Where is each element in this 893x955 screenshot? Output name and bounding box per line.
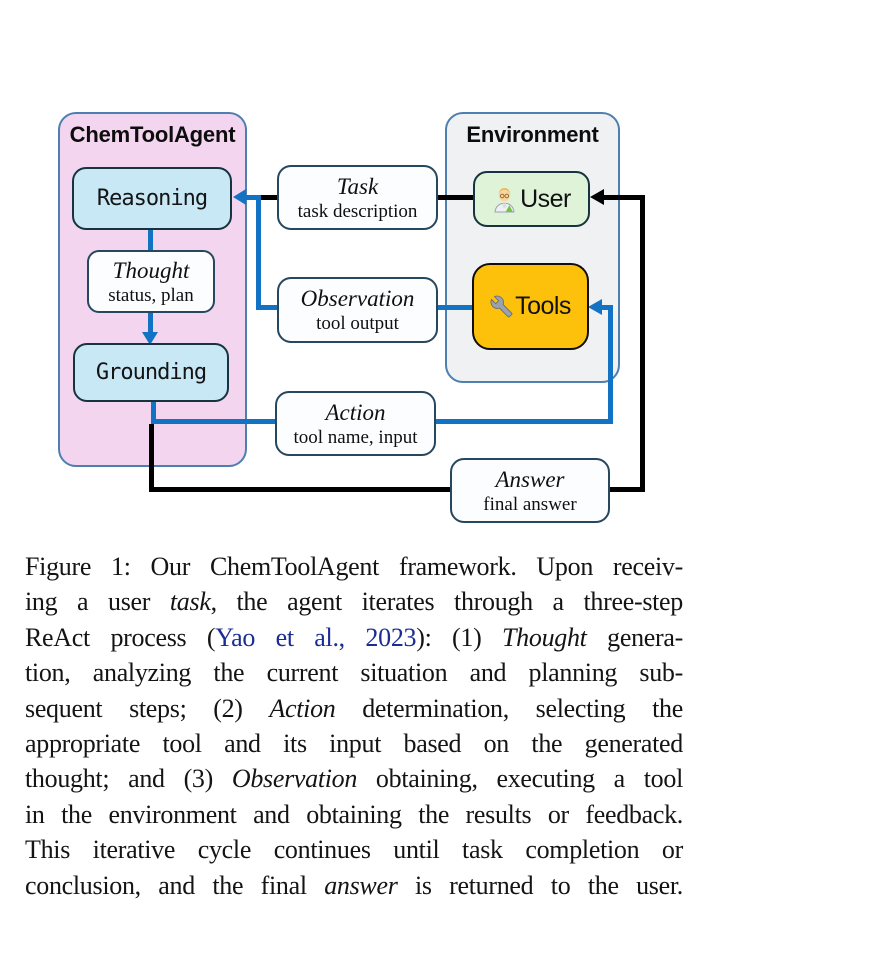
grounding-label: Grounding [95, 360, 207, 385]
framework-diagram: ChemToolAgent Environment Reasoning [58, 112, 645, 523]
chemtoolagent-panel-title: ChemToolAgent [69, 122, 236, 147]
caption-text: appropriate tool and its input based on … [25, 728, 683, 758]
edge-grounding-to-answer-horizontal [149, 487, 645, 492]
answer-title: Answer [495, 466, 565, 492]
caption-line: Figure 1: Our ChemToolAgent framework. U… [25, 549, 683, 584]
edge-into-tools-horizontal [602, 305, 611, 310]
caption-line: conclusion, and the final answer is retu… [25, 868, 683, 903]
caption-text: task [169, 587, 211, 617]
edge-answer-to-user-horizontal [603, 195, 645, 200]
thought-box: Thought status, plan [87, 250, 215, 313]
caption-text: obtaining, executing a tool [357, 764, 683, 794]
edge-observation-left-horizontal [256, 305, 279, 310]
citation-link[interactable]: Yao et al., 2023 [215, 622, 417, 652]
grounding-box: Grounding [73, 343, 229, 402]
thought-title: Thought [112, 257, 190, 283]
reasoning-label: Reasoning [96, 186, 208, 211]
caption-line: thought; and (3) Observation obtaining, … [25, 761, 683, 796]
edge-task-to-junction [261, 195, 279, 200]
caption-text: Figure 1: Our ChemToolAgent framework. U… [25, 552, 683, 581]
scientist-icon [492, 186, 517, 213]
observation-subtitle: tool output [316, 313, 399, 334]
caption-text: Thought [502, 622, 587, 652]
caption-line: ing a user task, the agent iterates thro… [25, 584, 683, 619]
observation-title: Observation [300, 286, 415, 311]
edge-grounding-down-vertical-black [149, 424, 154, 487]
caption-text: , the agent iterates through a three-ste… [210, 587, 684, 617]
action-subtitle: tool name, input [293, 426, 418, 448]
arrowhead-into-user [590, 189, 604, 205]
caption-text: ReAct process ( [25, 622, 216, 652]
caption-text: ing a user [25, 587, 170, 617]
arrowhead-into-tools [588, 299, 602, 315]
caption-text: is returned to the user. [397, 870, 683, 900]
caption-text: in the environment and obtaining the res… [25, 799, 683, 829]
arrowhead-into-reasoning [233, 189, 246, 205]
answer-box: Answer final answer [450, 458, 610, 523]
tools-box: Tools [472, 263, 589, 350]
task-title: Task [336, 173, 379, 199]
caption-text: Observation [231, 764, 358, 794]
edge-reasoning-to-thought [148, 229, 153, 253]
task-subtitle: task description [297, 200, 418, 222]
observation-box: Observation tool output [277, 277, 438, 343]
caption-text: genera- [586, 622, 683, 652]
caption-text: sequent steps; (2) [25, 693, 270, 723]
wrench-icon [490, 295, 513, 318]
caption-text: ): (1) [416, 622, 503, 652]
action-title: Action [325, 399, 386, 425]
caption-text: thought; and (3) [25, 764, 232, 794]
caption-text: answer [324, 870, 398, 900]
caption-line: in the environment and obtaining the res… [25, 797, 683, 832]
edge-observation-up-vertical [256, 195, 261, 310]
caption-text: Action [269, 693, 336, 723]
edge-user-to-task [438, 195, 478, 200]
caption-line: ReAct process (Yao et al., 2023): (1) Th… [25, 620, 683, 655]
caption-line: This iterative cycle continues until tas… [25, 832, 683, 867]
edge-tools-to-observation [436, 305, 476, 310]
edge-thought-to-grounding [148, 311, 153, 334]
caption-text: determination, selecting the [335, 693, 683, 723]
reasoning-box: Reasoning [72, 167, 232, 230]
edge-answer-right-vertical [640, 195, 645, 492]
caption-text: This iterative cycle continues until tas… [25, 835, 683, 865]
edge-action-up-vertical [608, 305, 613, 424]
caption-text: conclusion, and the final [25, 870, 325, 900]
figure-caption: Figure 1: Our ChemToolAgent framework. U… [25, 549, 683, 903]
edge-into-reasoning-horizontal [246, 195, 258, 200]
caption-line: tion, analyzing the current situation an… [25, 655, 683, 690]
tools-label: Tools [515, 292, 571, 320]
arrowhead-into-grounding [142, 332, 158, 345]
answer-subtitle: final answer [483, 493, 577, 515]
caption-text: tion, analyzing the current situation an… [25, 658, 683, 688]
user-label: User [520, 184, 571, 213]
edge-grounding-down-vertical-blue [151, 401, 156, 422]
thought-subtitle: status, plan [108, 284, 194, 306]
environment-panel-title: Environment [466, 122, 599, 147]
action-box: Action tool name, input [275, 391, 436, 456]
caption-line: appropriate tool and its input based on … [25, 726, 683, 761]
user-box: User [473, 171, 590, 227]
task-box: Task task description [277, 165, 438, 230]
caption-line: sequent steps; (2) Action determination,… [25, 691, 683, 726]
